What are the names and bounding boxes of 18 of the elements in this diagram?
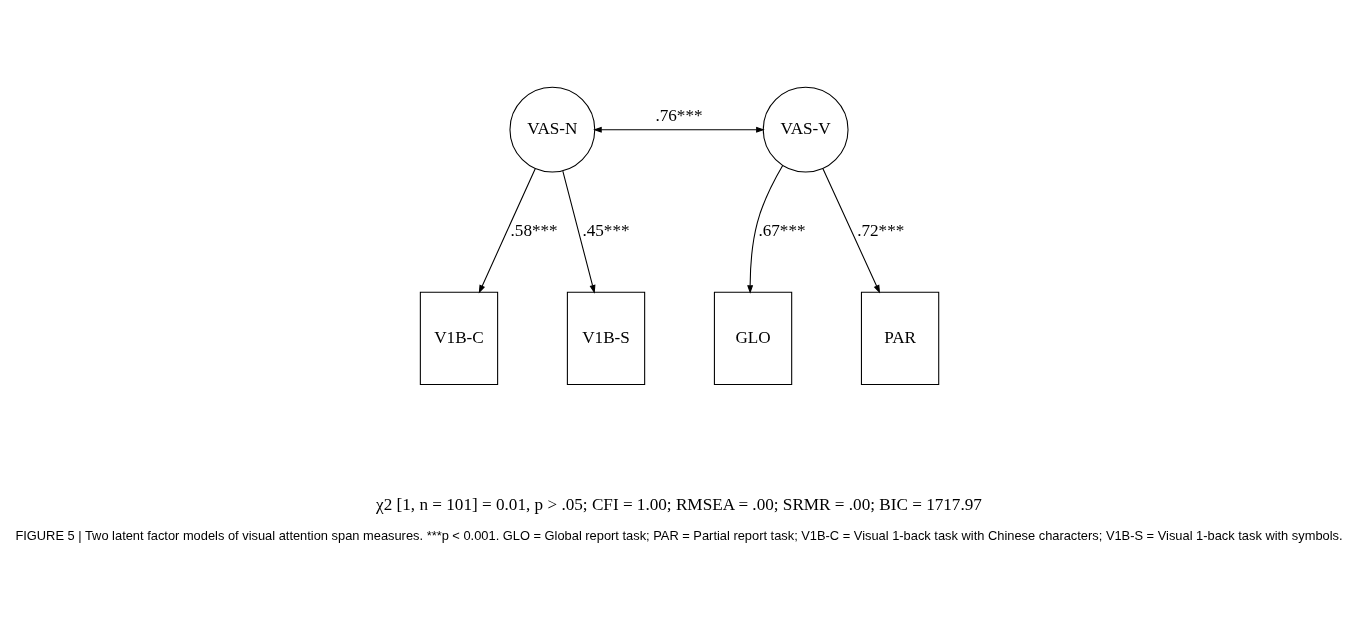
edge-label: .45*** <box>582 221 630 241</box>
arrow <box>822 168 881 294</box>
node-circle: VAS-V <box>762 86 849 173</box>
label: χ2 [1, n = 101] = 0.01, p > .05; CFI = 1.00; RMSEA = .00; SRMR = .00; BIC = 1717.97 <box>376 494 982 514</box>
arrow <box>478 168 536 294</box>
caption: FIGURE 5 | Two latent factor models of visual attention span measures. ***p < 0.001. GLO = Global report task; PAR = Partial report task; V1B-C = Visual 1-back task with Chinese characters; V1B-S = Visual 1-back task with symbols. <box>15 527 1343 543</box>
arrow <box>562 170 596 294</box>
edge-label: .76*** <box>655 105 703 125</box>
edge-label: .67*** <box>758 221 806 241</box>
edge-label: .72*** <box>857 221 905 241</box>
node-box: V1B-C <box>419 291 499 386</box>
arrow <box>747 164 784 294</box>
node-circle: VAS-N <box>509 86 596 173</box>
node-box: GLO <box>713 291 793 386</box>
node-box: PAR <box>860 291 940 386</box>
edge-label: .58*** <box>510 221 558 241</box>
node-box: V1B-S <box>566 291 646 386</box>
arrow <box>593 126 765 133</box>
